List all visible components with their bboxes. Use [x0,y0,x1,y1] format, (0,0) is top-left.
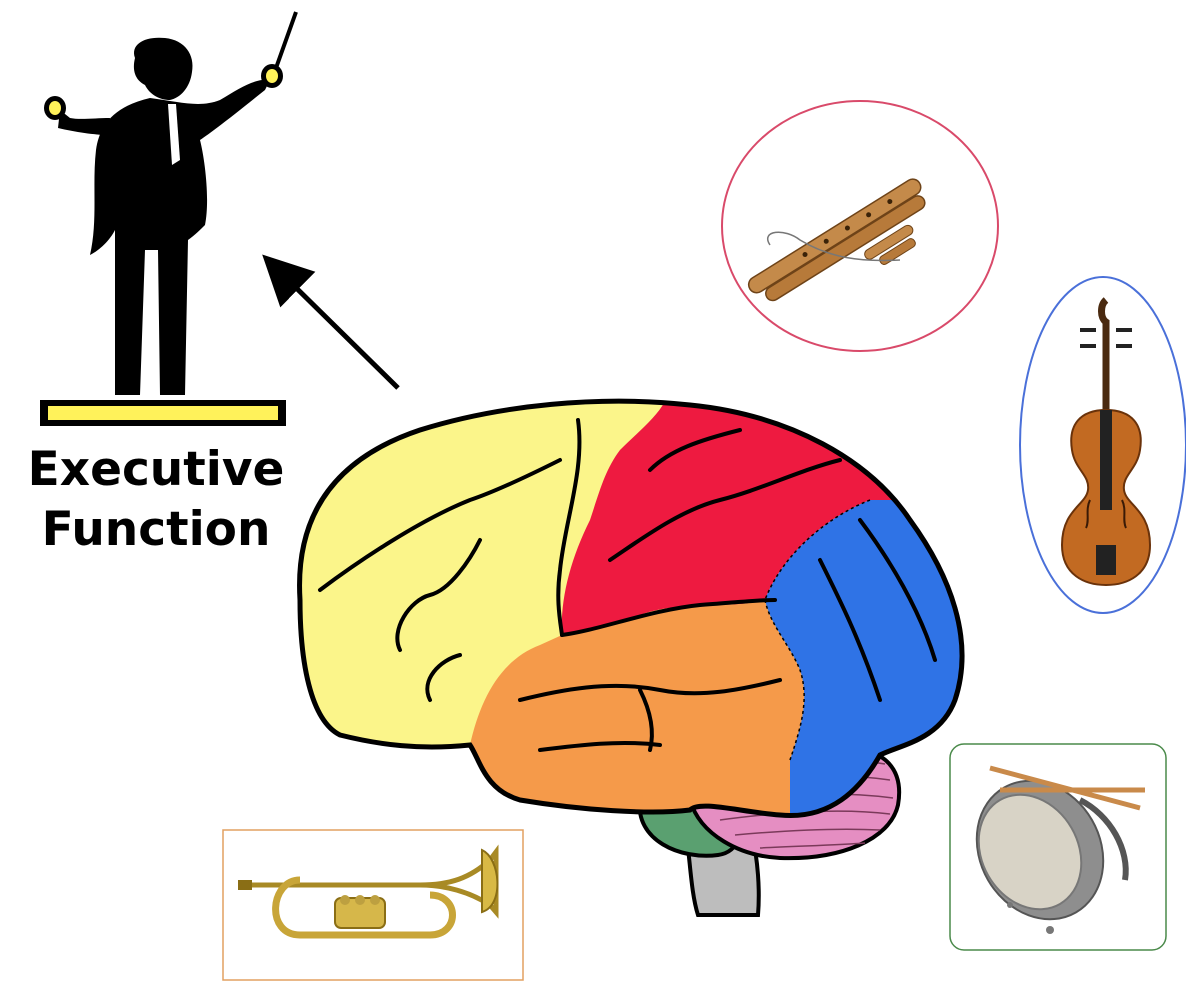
conductor-body [90,80,270,395]
right-glove-highlight [266,69,278,83]
label-line-2: Function [0,500,312,560]
conductor-left-arm [58,110,110,135]
label-line-1: Executive [0,440,312,500]
snare-drum-icon [950,744,1166,950]
executive-function-label: Executive Function [0,440,312,560]
left-glove-highlight [49,101,61,115]
brain-icon [290,390,990,915]
violin-icon [1020,277,1186,613]
baton [276,12,296,68]
conductor-silhouette-icon [40,12,296,426]
podium-highlight [48,406,278,420]
bamboo-flute-icon [722,101,998,351]
flugelhorn-icon [223,830,523,980]
conductor-head [134,38,193,100]
arrow-up-left-icon [280,272,398,388]
